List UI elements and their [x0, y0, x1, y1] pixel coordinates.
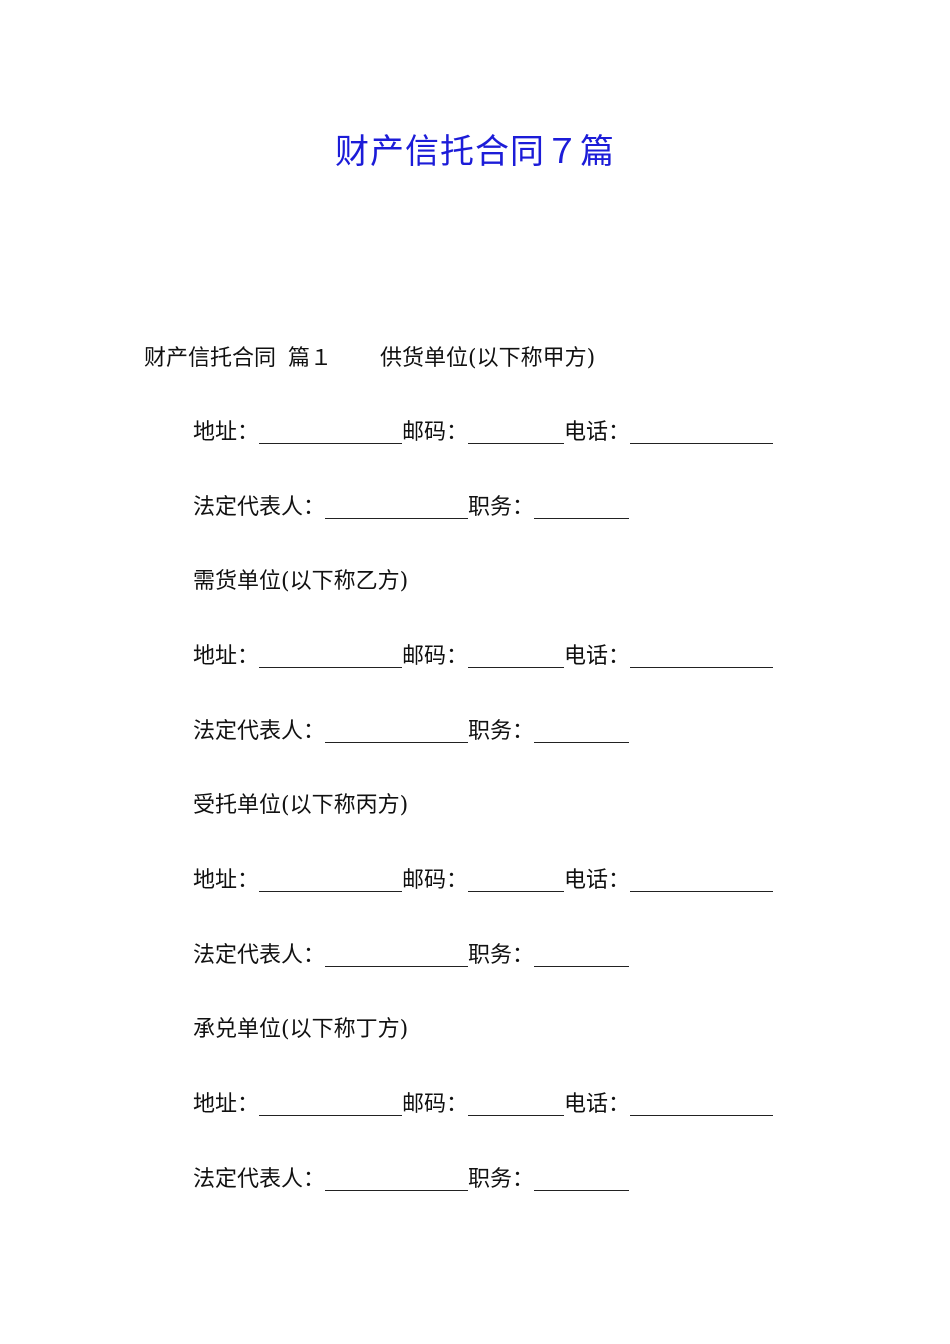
address-blank[interactable] [259, 871, 403, 892]
section-intro-line: 财产信托合同 篇１ 供货单位(以下称甲方) [144, 344, 595, 374]
zip-label: 邮码： [402, 644, 469, 669]
party-unit-3: 受托单位(以下称丙方) [193, 793, 409, 818]
address-blank[interactable] [259, 1095, 403, 1116]
address-label: 地址： [193, 868, 260, 893]
party-unit-line-2: 需货单位(以下称乙方) [193, 567, 408, 597]
address-blank[interactable] [259, 423, 403, 444]
rep-line-2: 法定代表人： 职务： [193, 717, 630, 747]
zip-blank[interactable] [468, 1095, 565, 1116]
rep-blank[interactable] [325, 946, 469, 967]
party-unit-2: 需货单位(以下称乙方) [193, 569, 409, 594]
phone-label: 电话： [564, 1092, 631, 1117]
address-label: 地址： [193, 1092, 260, 1117]
phone-blank[interactable] [630, 1095, 774, 1116]
phone-label: 电话： [564, 868, 631, 893]
phone-blank[interactable] [630, 647, 774, 668]
zip-label: 邮码： [402, 420, 469, 445]
rep-line-1: 法定代表人： 职务： [193, 493, 630, 523]
zip-blank[interactable] [468, 871, 565, 892]
contact-line-1: 地址： 邮码： 电话： [193, 418, 774, 448]
rep-label: 法定代表人： [193, 1167, 326, 1192]
position-blank[interactable] [534, 498, 630, 519]
contact-line-4: 地址： 邮码： 电话： [193, 1090, 774, 1120]
position-blank[interactable] [534, 1170, 630, 1191]
zip-blank[interactable] [468, 647, 565, 668]
position-blank[interactable] [534, 946, 630, 967]
party-unit-line-3: 受托单位(以下称丙方) [193, 791, 408, 821]
position-label: 职务： [468, 495, 535, 520]
phone-label: 电话： [564, 420, 631, 445]
rep-label: 法定代表人： [193, 943, 326, 968]
phone-blank[interactable] [630, 423, 774, 444]
contact-line-2: 地址： 邮码： 电话： [193, 642, 774, 672]
rep-line-3: 法定代表人： 职务： [193, 941, 630, 971]
rep-blank[interactable] [325, 1170, 469, 1191]
party-unit-line-4: 承兑单位(以下称丁方) [193, 1015, 408, 1045]
rep-label: 法定代表人： [193, 495, 326, 520]
section-label: 财产信托合同 [144, 346, 277, 371]
rep-label: 法定代表人： [193, 719, 326, 744]
party-unit-1: 供货单位(以下称甲方) [380, 346, 596, 371]
party-unit-4: 承兑单位(以下称丁方) [193, 1017, 409, 1042]
address-label: 地址： [193, 420, 260, 445]
zip-label: 邮码： [402, 1092, 469, 1117]
address-label: 地址： [193, 644, 260, 669]
rep-blank[interactable] [325, 498, 469, 519]
page-title: 财产信托合同７篇 [335, 132, 615, 172]
phone-blank[interactable] [630, 871, 774, 892]
zip-blank[interactable] [468, 423, 565, 444]
rep-line-4: 法定代表人： 职务： [193, 1165, 630, 1195]
section-index: 篇１ [288, 346, 333, 371]
position-label: 职务： [468, 719, 535, 744]
position-label: 职务： [468, 1167, 535, 1192]
zip-label: 邮码： [402, 868, 469, 893]
phone-label: 电话： [564, 644, 631, 669]
address-blank[interactable] [259, 647, 403, 668]
position-label: 职务： [468, 943, 535, 968]
contact-line-3: 地址： 邮码： 电话： [193, 866, 774, 896]
position-blank[interactable] [534, 722, 630, 743]
rep-blank[interactable] [325, 722, 469, 743]
